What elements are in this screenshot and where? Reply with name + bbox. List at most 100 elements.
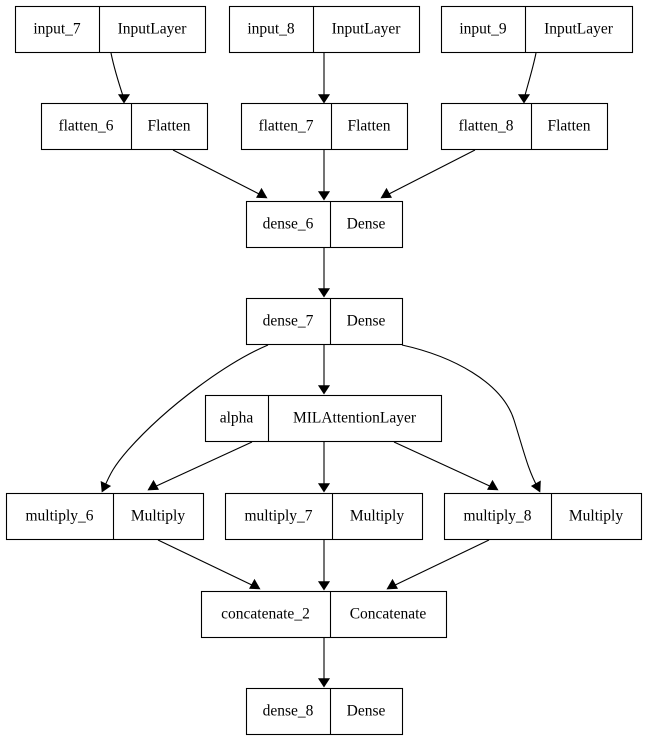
- node-border: [228, 5, 421, 54]
- node-type-label: Multiply: [131, 508, 186, 525]
- node-border: [204, 394, 443, 443]
- node-name-label: flatten_6: [58, 118, 113, 135]
- node-name-label: dense_8: [263, 703, 314, 720]
- node-dense_6[interactable]: dense_6 Dense: [245, 200, 404, 249]
- edge-alpha-to-multiply_8: [393, 441, 499, 491]
- arrowhead-icon: [517, 94, 531, 104]
- node-type-label: Dense: [347, 313, 386, 330]
- node-name-label: flatten_7: [258, 118, 313, 135]
- node-border: [440, 102, 609, 151]
- node-dense_8[interactable]: dense_8 Dense: [245, 687, 404, 736]
- node-multiply_8[interactable]: multiply_8 Multiply: [443, 492, 643, 541]
- node-border: [5, 492, 205, 541]
- edge-path: [390, 539, 490, 588]
- edge-path: [103, 344, 269, 489]
- edge-flatten_8-to-dense_6: [380, 149, 476, 199]
- node-type-label: Flatten: [147, 118, 190, 135]
- node-name-label: input_8: [247, 21, 295, 38]
- node-border: [440, 5, 634, 54]
- edge-path: [151, 441, 253, 489]
- node-type-label: Flatten: [547, 118, 590, 135]
- node-border: [245, 297, 404, 346]
- node-type-label: MILAttentionLayer: [293, 410, 417, 427]
- edge-path: [384, 149, 476, 197]
- node-type-label: Multiply: [569, 508, 624, 525]
- edge-dense_7-to-alpha: [317, 345, 331, 395]
- node-border: [200, 590, 448, 639]
- node-type-label: Dense: [347, 703, 386, 720]
- node-border: [443, 492, 643, 541]
- node-name-label: dense_7: [263, 313, 314, 330]
- node-multiply_6[interactable]: multiply_6 Multiply: [5, 492, 205, 541]
- arrowhead-icon: [256, 187, 268, 199]
- edge-alpha-to-multiply_6: [147, 441, 253, 491]
- node-border: [224, 492, 424, 541]
- node-name-label: concatenate_2: [221, 606, 310, 623]
- edge-alpha-to-multiply_7: [317, 442, 331, 493]
- arrowhead-icon: [317, 94, 331, 104]
- edge-path: [157, 539, 257, 588]
- arrowhead-icon: [117, 94, 131, 104]
- node-type-label: Dense: [347, 216, 386, 233]
- arrowhead-icon: [317, 385, 331, 395]
- node-input_8[interactable]: input_8 InputLayer: [228, 5, 421, 54]
- arrowhead-icon: [317, 191, 331, 201]
- arrowhead-icon: [317, 483, 331, 493]
- edge-dense_7-to-multiply_8: [401, 344, 541, 493]
- node-name-label: multiply_7: [244, 508, 312, 525]
- arrowhead-icon: [487, 479, 499, 491]
- node-name-label: input_9: [459, 21, 507, 38]
- node-concatenate_2[interactable]: concatenate_2 Concatenate: [200, 590, 448, 639]
- arrowhead-icon: [100, 481, 112, 493]
- node-type-label: Flatten: [347, 118, 390, 135]
- edge-input_9-to-flatten_8: [517, 52, 537, 104]
- node-type-label: InputLayer: [332, 21, 402, 38]
- node-name-label: multiply_8: [463, 508, 531, 525]
- edge-dense_6-to-dense_7: [317, 248, 331, 298]
- arrowhead-icon: [147, 479, 159, 491]
- node-type-label: InputLayer: [118, 21, 188, 38]
- node-input_9[interactable]: input_9 InputLayer: [440, 5, 634, 54]
- node-dense_7[interactable]: dense_7 Dense: [245, 297, 404, 346]
- node-border: [240, 102, 409, 151]
- arrowhead-icon: [380, 187, 392, 199]
- node-name-label: dense_6: [263, 216, 314, 233]
- node-flatten_7[interactable]: flatten_7 Flatten: [240, 102, 409, 151]
- edge-dense_7-to-multiply_6: [100, 344, 269, 493]
- edge-input_8-to-flatten_7: [317, 53, 331, 104]
- edge-flatten_6-to-dense_6: [172, 149, 268, 199]
- edge-multiply_7-to-concatenate_2: [317, 540, 331, 591]
- node-multiply_7[interactable]: multiply_7 Multiply: [224, 492, 424, 541]
- arrowhead-icon: [386, 578, 398, 590]
- node-name-label: input_7: [33, 21, 81, 38]
- node-border: [245, 200, 404, 249]
- node-flatten_8[interactable]: flatten_8 Flatten: [440, 102, 609, 151]
- edge-path: [172, 149, 264, 197]
- arrowhead-icon: [317, 288, 331, 298]
- node-name-label: multiply_6: [25, 508, 93, 525]
- node-border: [14, 5, 207, 54]
- node-input_7[interactable]: input_7 InputLayer: [14, 5, 207, 54]
- node-type-label: InputLayer: [544, 21, 614, 38]
- arrowhead-icon: [249, 578, 261, 590]
- arrowhead-icon: [317, 581, 331, 591]
- edge-layer: [100, 52, 541, 688]
- node-type-label: Multiply: [350, 508, 405, 525]
- node-type-label: Concatenate: [350, 606, 427, 623]
- arrowhead-icon: [317, 678, 331, 688]
- node-border: [40, 102, 209, 151]
- edge-path: [110, 52, 125, 100]
- node-flatten_6[interactable]: flatten_6 Flatten: [40, 102, 209, 151]
- node-name-label: alpha: [220, 410, 254, 427]
- edge-input_7-to-flatten_6: [110, 52, 131, 104]
- edge-path: [401, 344, 539, 489]
- node-name-label: flatten_8: [458, 118, 513, 135]
- edge-path: [393, 441, 495, 489]
- edge-concatenate_2-to-dense_8: [317, 638, 331, 688]
- edge-multiply_8-to-concatenate_2: [386, 539, 490, 590]
- node-alpha[interactable]: alpha MILAttentionLayer: [204, 394, 443, 443]
- arrowhead-icon: [530, 480, 541, 493]
